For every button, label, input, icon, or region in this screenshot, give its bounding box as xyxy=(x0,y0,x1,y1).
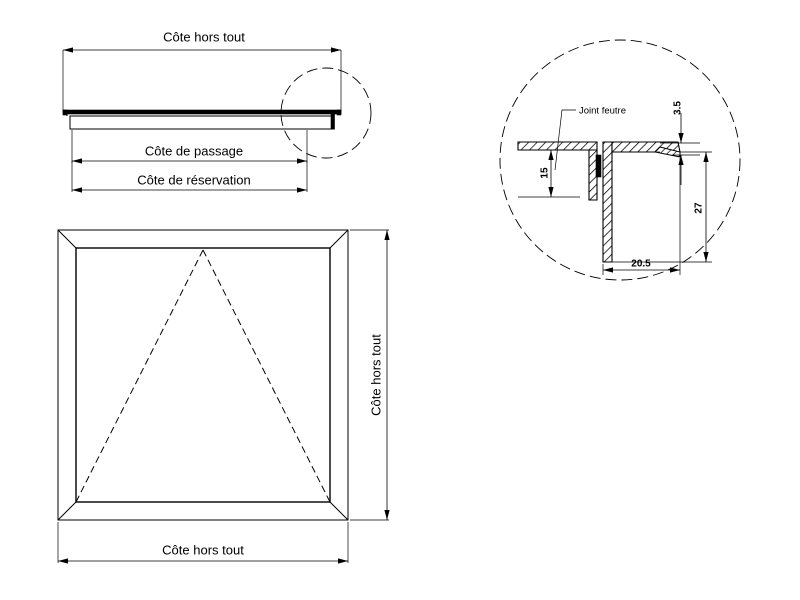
dim-value-27: 27 xyxy=(694,202,705,214)
dim-reservation: Côte de réservation xyxy=(71,161,308,193)
detail-view-group: Joint feutre 15 3.5 27 20.5 xyxy=(499,39,741,281)
dim-label-plan-right: Côte hors tout xyxy=(368,334,383,416)
plan-view-group: Côte hors tout Côte hors tout xyxy=(57,229,390,564)
plan-inner-frame xyxy=(75,247,331,503)
callout-label-joint-feutre: Joint feutre xyxy=(579,106,626,117)
dim-detail-20-5: 20.5 xyxy=(602,158,681,275)
dim-value-15: 15 xyxy=(540,167,551,179)
section-profile xyxy=(62,109,342,130)
plan-outer-frame xyxy=(57,229,349,521)
dim-value-20-5: 20.5 xyxy=(631,259,651,270)
dim-plan-right: Côte hors tout xyxy=(350,229,390,521)
detail-right-profile xyxy=(602,141,681,263)
plan-opening-indicator xyxy=(75,249,331,503)
dim-label-passage: Côte de passage xyxy=(145,143,243,158)
dim-passage: Côte de passage xyxy=(71,130,308,164)
section-view-group: Côte hors tout Côte de passage xyxy=(62,29,372,193)
dim-hors-tout-section: Côte hors tout xyxy=(62,29,342,112)
detail-callout-circle-section xyxy=(280,67,372,159)
plan-mitre-corners xyxy=(57,229,349,521)
dim-detail-15: 15 xyxy=(518,150,580,198)
detail-felt-gasket xyxy=(595,154,602,178)
dim-label-reservation: Côte de réservation xyxy=(137,172,250,187)
dim-value-3-5: 3.5 xyxy=(673,101,684,115)
dim-detail-27: 27 xyxy=(612,151,712,263)
detail-callout-joint-feutre: Joint feutre xyxy=(554,106,626,171)
dim-label-plan-bottom: Côte hors tout xyxy=(162,542,244,557)
dim-label-hors-tout-section: Côte hors tout xyxy=(163,29,245,44)
dim-plan-bottom: Côte hors tout xyxy=(57,522,349,564)
dim-detail-3-5: 3.5 xyxy=(660,101,700,185)
detail-boundary-circle xyxy=(499,39,741,281)
